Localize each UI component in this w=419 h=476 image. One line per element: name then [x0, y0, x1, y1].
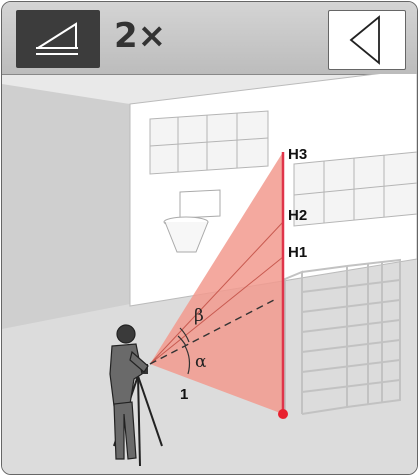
left-wall	[2, 84, 130, 329]
height-measure-icon[interactable]	[16, 10, 100, 68]
alpha-label: α	[195, 352, 206, 372]
triangle-left-icon[interactable]	[328, 10, 406, 70]
right-window	[294, 152, 417, 226]
header-bar: 2×	[2, 2, 417, 75]
h3-label: H3	[288, 146, 307, 163]
base-point-marker	[278, 409, 288, 419]
multiplier-label: 2×	[114, 16, 166, 56]
beta-label: β	[194, 306, 204, 326]
left-window	[150, 111, 268, 174]
point-1-label: 1	[180, 386, 188, 403]
h1-label: H1	[288, 244, 307, 261]
h2-label: H2	[288, 207, 307, 224]
measurement-scene: H3 H2 H1 β α 1	[2, 74, 417, 474]
